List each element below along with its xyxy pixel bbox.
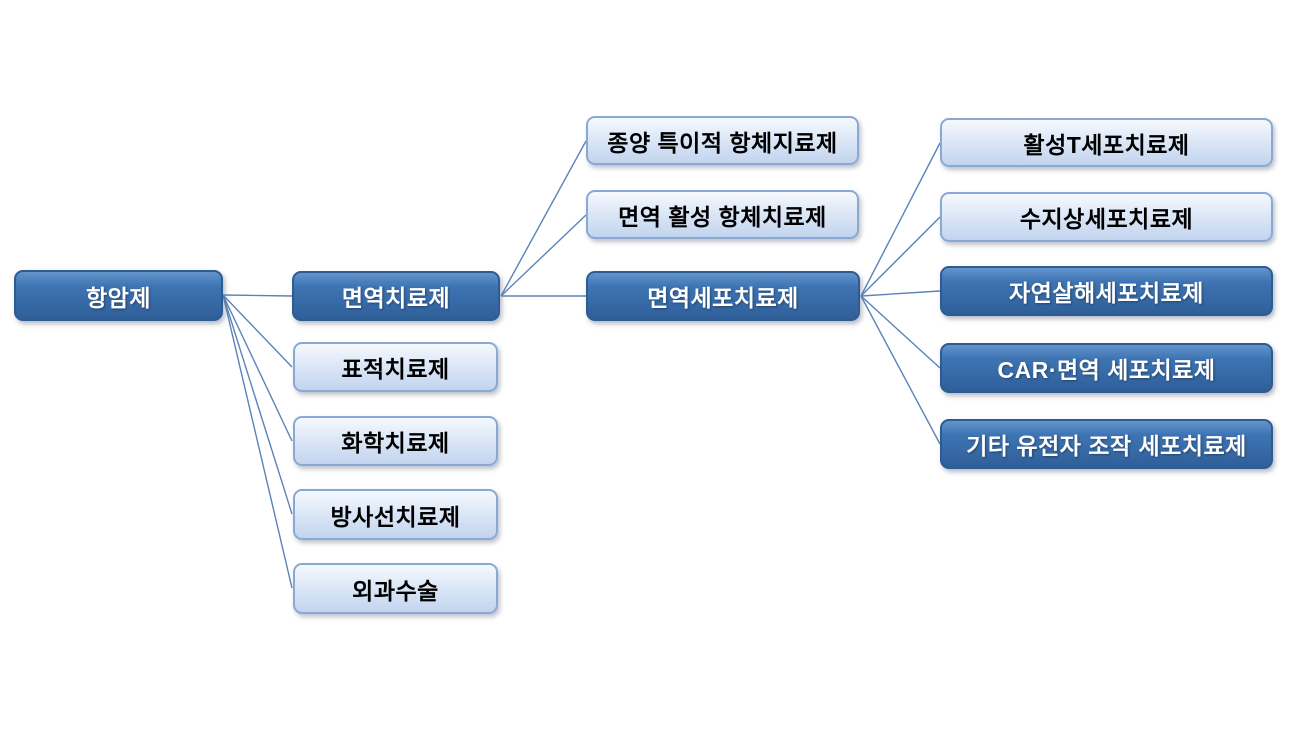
node-activated-t-cell: 활성T세포치료제 (940, 118, 1273, 167)
connector-immunotherapy-immune-antibody (500, 214, 587, 297)
node-tumor-specific-antibody: 종양 특이적 항체지료제 (586, 116, 859, 165)
node-tumor-specific-antibody-label: 종양 특이적 항체지료제 (607, 129, 838, 156)
node-root: 항암제 (14, 270, 223, 321)
connector-root-radiation (222, 294, 293, 515)
connector-immunotherapy-tumor-antibody (500, 140, 587, 297)
connector-immune-cell-car-immune (860, 295, 941, 369)
node-surgery: 외과수술 (293, 563, 498, 614)
node-immunotherapy: 면역치료제 (292, 271, 500, 321)
connector-immune-cell-natural-killer (860, 290, 941, 297)
node-other-gene-engineered-cell-label: 기타 유전자 조작 세포치료제 (966, 433, 1247, 459)
node-natural-killer-cell: 자연살해세포치료제 (940, 266, 1273, 316)
node-immune-activating-antibody-label: 면역 활성 항체치료제 (618, 203, 827, 230)
node-immune-cell-therapy-label: 면역세포치료제 (647, 285, 799, 311)
connector-root-surgery (222, 294, 293, 589)
node-dendritic-cell: 수지상세포치료제 (940, 192, 1273, 242)
node-targeted-therapy: 표적치료제 (293, 342, 498, 392)
connector-immune-cell-dendritic (860, 216, 941, 297)
node-targeted-therapy-label: 표적치료제 (341, 356, 450, 382)
node-car-immune-cell-label: CAR·면역 세포치료제 (997, 357, 1216, 383)
connector-root-immunotherapy (222, 294, 293, 297)
node-activated-t-cell-label: 활성T세포치료제 (1023, 131, 1190, 158)
node-root-label: 항암제 (86, 284, 151, 311)
node-dendritic-cell-label: 수지상세포치료제 (1019, 206, 1194, 232)
node-other-gene-engineered-cell: 기타 유전자 조작 세포치료제 (940, 419, 1273, 469)
connector-immune-cell-activated-t (860, 142, 941, 297)
node-radiation-therapy-label: 방사선치료제 (330, 503, 461, 530)
node-immune-cell-therapy: 면역세포치료제 (586, 271, 860, 321)
connector-immune-cell-other-gene (860, 295, 941, 445)
connector-root-chemo (222, 294, 293, 442)
node-natural-killer-cell-label: 자연살해세포치료제 (1009, 280, 1204, 306)
node-immune-activating-antibody: 면역 활성 항체치료제 (586, 190, 859, 239)
node-surgery-label: 외과수술 (352, 577, 439, 604)
node-chemotherapy: 화학치료제 (293, 416, 498, 466)
node-car-immune-cell: CAR·면역 세포치료제 (940, 343, 1273, 393)
node-radiation-therapy: 방사선치료제 (293, 489, 498, 540)
node-immunotherapy-label: 면역치료제 (341, 285, 451, 311)
connector-root-targeted (222, 294, 293, 368)
node-chemotherapy-label: 화학치료제 (341, 430, 450, 456)
